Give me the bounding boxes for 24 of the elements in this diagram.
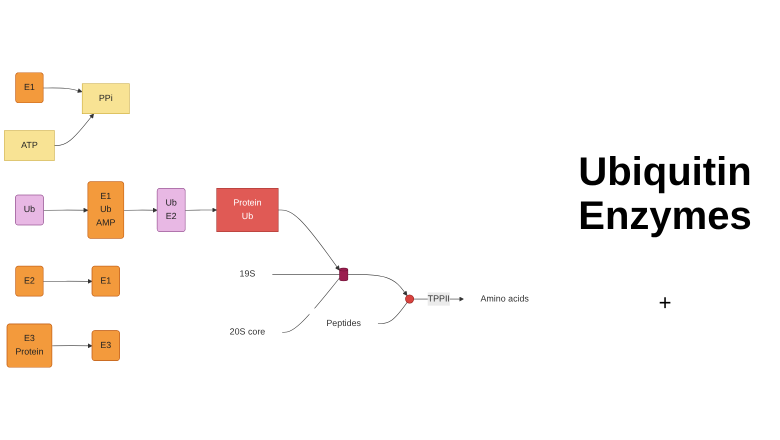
node-text: Amino acids	[480, 294, 529, 304]
arrow	[278, 210, 340, 271]
node-box: ATP	[4, 130, 55, 161]
arrow	[43, 208, 88, 213]
node-text: 19S	[240, 269, 256, 279]
node-box: PPi	[82, 83, 130, 114]
arrow	[52, 343, 93, 348]
connector	[272, 274, 340, 275]
title: Ubiquitin Enzymes	[577, 150, 753, 238]
arrow	[348, 274, 408, 296]
edge-label: TPPII	[428, 294, 450, 304]
node-circle	[405, 294, 414, 304]
node-text: Peptides	[326, 318, 361, 328]
connector	[377, 302, 408, 324]
node-box: Protein Ub	[216, 188, 278, 232]
connector	[282, 278, 340, 333]
plus-sign: +	[658, 290, 672, 315]
arrow	[43, 88, 82, 93]
arrow	[185, 208, 217, 212]
node-cylinder	[339, 268, 348, 282]
arrow	[54, 114, 94, 146]
node-text: 20S core	[230, 327, 266, 337]
arrow	[43, 278, 93, 284]
arrow	[124, 208, 158, 213]
